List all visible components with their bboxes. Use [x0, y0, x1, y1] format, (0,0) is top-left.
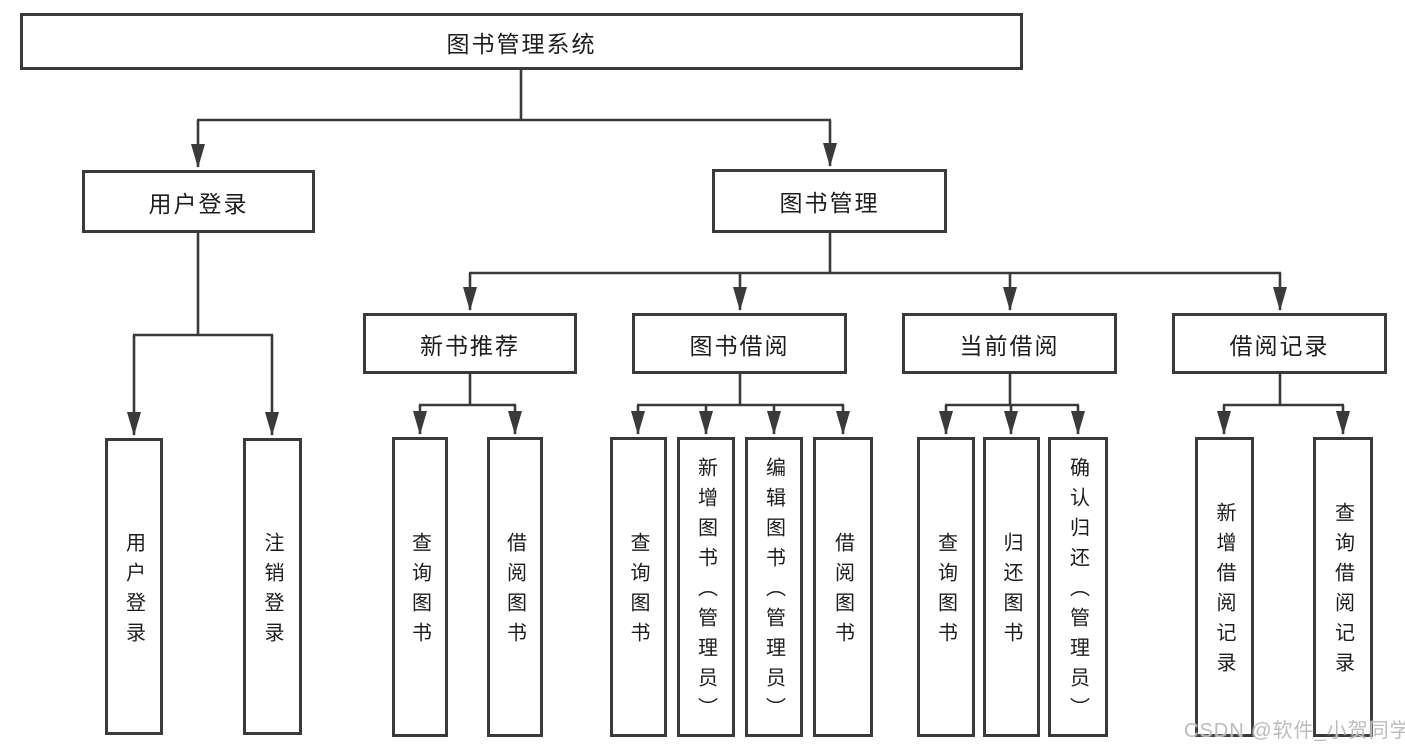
leaf-query-book-borrow: 查询图书	[610, 437, 667, 737]
node-label: 图书管理	[779, 190, 880, 216]
edges-root-to-level2	[191, 70, 837, 168]
edges-book-mgmt-children	[463, 233, 1287, 311]
node-label: 图书管理系统	[446, 30, 597, 57]
edges-book-borrow-children	[631, 374, 850, 435]
node-label: 当前借阅	[959, 332, 1060, 359]
node-label: 借阅图书	[503, 532, 526, 652]
node-root-library-system: 图书管理系统	[20, 13, 1023, 70]
leaf-query-book-recommend: 查询图书	[392, 437, 448, 737]
node-label: 图书借阅	[689, 332, 790, 359]
leaf-return-book: 归还图书	[983, 437, 1040, 737]
leaf-query-borrow-record: 查询借阅记录	[1313, 437, 1373, 737]
node-book-management: 图书管理	[712, 169, 947, 233]
node-label: 新增借阅记录	[1213, 502, 1235, 682]
node-label: 归还图书	[1000, 532, 1022, 652]
node-label: 新书推荐	[420, 332, 520, 359]
leaf-query-book-current: 查询图书	[917, 437, 975, 737]
node-label: 查询图书	[408, 532, 431, 652]
node-borrowing-records: 借阅记录	[1172, 313, 1387, 374]
leaf-edit-book-admin: 编辑图书（管理员）	[745, 437, 803, 737]
leaf-borrow-book-recommend: 借阅图书	[487, 437, 543, 737]
csdn-watermark: CSDN @软件_小贺同学	[1184, 720, 1405, 742]
edges-user-login-children	[127, 233, 279, 436]
node-user-login: 用户登录	[82, 170, 315, 233]
node-label: 查询图书	[627, 532, 649, 652]
node-label: 借阅图书	[831, 532, 854, 652]
leaf-add-book-admin: 新增图书（管理员）	[677, 437, 735, 737]
node-label: 注销登录	[261, 531, 283, 652]
node-label: 新增图书（管理员）	[694, 457, 717, 727]
node-new-book-recommendation: 新书推荐	[363, 313, 577, 374]
leaf-confirm-return-admin: 确认归还（管理员）	[1048, 437, 1108, 737]
leaf-borrow-book: 借阅图书	[813, 437, 873, 737]
leaf-user-login: 用户登录	[105, 438, 163, 735]
node-book-borrowing: 图书借阅	[632, 313, 847, 374]
node-label: 用户登录	[148, 190, 249, 217]
node-current-borrowing: 当前借阅	[902, 313, 1117, 374]
leaf-logout: 注销登录	[243, 438, 302, 735]
node-label: 编辑图书（管理员）	[762, 457, 785, 727]
node-label: 查询图书	[934, 532, 957, 652]
leaf-add-borrow-record: 新增借阅记录	[1195, 437, 1254, 737]
node-label: 确认归还（管理员）	[1066, 457, 1089, 727]
edges-borrow-record-children	[1217, 374, 1350, 435]
node-label: 用户登录	[122, 531, 145, 652]
node-label: 查询借阅记录	[1331, 502, 1354, 682]
node-label: 借阅记录	[1229, 332, 1330, 359]
edges-current-borrow-children	[939, 374, 1085, 435]
edges-new-book-children	[413, 374, 522, 435]
